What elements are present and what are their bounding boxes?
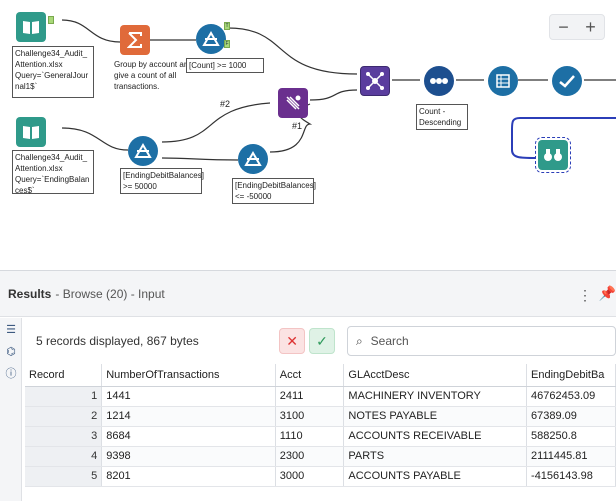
record-cell: 1 — [25, 386, 103, 407]
filter-tool-count[interactable] — [196, 24, 226, 54]
column-header[interactable]: NumberOfTransactions — [101, 364, 276, 387]
table-header-row: Record NumberOfTransactions Acct GLAcctD… — [25, 364, 616, 387]
search-input[interactable]: ⌕ Search — [346, 326, 616, 356]
input-data-tool-1[interactable] — [16, 12, 46, 42]
search-icon: ⌕ — [355, 333, 363, 348]
record-cell: 5 — [25, 466, 103, 487]
check-icon — [559, 75, 575, 88]
table-cell: 8201 — [101, 466, 276, 487]
apply-filter-button[interactable]: ✓ — [309, 328, 335, 354]
record-cell: 2 — [25, 406, 103, 427]
filter-icon — [134, 143, 152, 158]
table-cell: 1441 — [101, 386, 276, 407]
table-cell: 1214 — [101, 406, 276, 427]
results-table: Record NumberOfTransactions Acct GLAcctD… — [25, 364, 616, 487]
true-port[interactable]: T — [224, 22, 230, 30]
zoom-out-button[interactable]: − — [558, 17, 569, 37]
workflow-canvas[interactable]: T F Challenge34_Audit_Attention.xlsx Que… — [0, 0, 616, 270]
table-cell: ACCOUNTS RECEIVABLE — [343, 426, 528, 447]
formula-tool[interactable] — [552, 66, 582, 96]
pin-icon[interactable]: 📌 — [598, 285, 616, 301]
false-port[interactable]: F — [224, 40, 230, 48]
output-port[interactable] — [48, 16, 54, 24]
connection-wires — [61, 19, 616, 161]
annotation-filter-positive: [EndingDebitBalances] >= 50000 — [120, 168, 204, 194]
table-cell: 588250.8 — [526, 426, 616, 447]
book-icon — [23, 21, 39, 34]
clear-filter-button[interactable]: ✕ — [279, 328, 306, 354]
summarize-tool[interactable] — [120, 25, 150, 55]
annotation-input-1: Challenge34_Audit_Attention.xlsx Query=`… — [12, 46, 94, 98]
table-cell: 46762453.09 — [526, 386, 616, 407]
column-header[interactable]: Record — [25, 364, 103, 387]
table-cell: NOTES PAYABLE — [343, 406, 528, 427]
column-header[interactable]: GLAcctDesc — [343, 364, 528, 387]
zoom-in-button[interactable]: + — [585, 17, 596, 37]
record-cell: 3 — [25, 426, 103, 447]
filter-tool-negative[interactable] — [238, 144, 268, 174]
browse-tool[interactable] — [535, 137, 571, 173]
filter-icon — [244, 151, 262, 166]
table-cell: 3100 — [275, 406, 345, 427]
binoculars-icon[interactable]: ⌬ — [6, 345, 16, 358]
table-cell: 2300 — [275, 446, 345, 467]
input-data-tool-2[interactable] — [16, 117, 46, 147]
table-row[interactable]: 4 9398 2300 PARTS 2111445.81 — [25, 446, 616, 467]
results-subtitle: - Browse (20) - Input — [55, 286, 165, 301]
join-tool[interactable] — [360, 66, 390, 96]
union-input-tag-1: #1 — [292, 121, 303, 131]
column-header[interactable]: Acct — [275, 364, 345, 387]
table-cell: 1110 — [275, 426, 345, 447]
table-row[interactable]: 1 1441 2411 MACHINERY INVENTORY 46762453… — [25, 386, 616, 407]
select-icon — [496, 74, 510, 88]
table-cell: PARTS — [343, 446, 528, 467]
table-cell: 9398 — [101, 446, 276, 467]
record-cell: 4 — [25, 446, 103, 467]
results-title: Results — [8, 286, 52, 301]
zoom-controls: − + — [549, 14, 605, 40]
sort-icon — [430, 78, 448, 84]
results-toolbar: 5 records displayed, 867 bytes ✕ ✓ ⌕ Sea… — [22, 318, 616, 364]
list-view-icon[interactable]: ☰ — [6, 323, 16, 336]
binoculars-icon — [544, 149, 562, 161]
union-input-tag-2: #2 — [220, 99, 231, 109]
annotation-summarize: Group by account and give a count of all… — [112, 58, 196, 93]
annotation-filter-negative: [EndingDebitBalances] <= -50000 — [232, 178, 316, 204]
search-placeholder: Search — [370, 334, 409, 348]
join-icon — [366, 72, 384, 90]
table-cell: -4156143.98 — [526, 466, 616, 487]
book-icon — [23, 126, 39, 139]
table-cell: 2111445.81 — [526, 446, 616, 467]
table-cell: 3000 — [275, 466, 345, 487]
table-row[interactable]: 3 8684 1110 ACCOUNTS RECEIVABLE 588250.8 — [25, 426, 616, 447]
record-info: 5 records displayed, 867 bytes — [36, 334, 199, 348]
union-tool[interactable] — [278, 88, 308, 118]
help-icon[interactable]: ⓘ — [5, 368, 17, 380]
table-cell: MACHINERY INVENTORY — [343, 386, 528, 407]
results-panel: Results - Browse (20) - Input ⋮ 📌 ☰ ⌬ ⓘ … — [0, 270, 616, 501]
filter-icon — [202, 31, 220, 46]
annotation-input-2: Challenge34_Audit_Attention.xlsx Query=`… — [12, 150, 94, 195]
sort-tool[interactable] — [424, 66, 454, 96]
annotation-sort: Count - Descending — [416, 104, 468, 130]
table-row[interactable]: 5 8201 3000 ACCOUNTS PAYABLE -4156143.98 — [25, 466, 616, 487]
table-cell: 67389.09 — [526, 406, 616, 427]
table-cell: 2411 — [275, 386, 345, 407]
union-icon — [286, 95, 301, 110]
filter-tool-positive[interactable] — [128, 136, 158, 166]
results-header: Results - Browse (20) - Input ⋮ 📌 — [0, 271, 616, 317]
table-cell: 8684 — [101, 426, 276, 447]
table-cell: ACCOUNTS PAYABLE — [343, 466, 528, 487]
column-header[interactable]: EndingDebitBa — [526, 364, 616, 387]
more-options-icon[interactable]: ⋮ — [578, 287, 592, 303]
annotation-filter-count: [Count] >= 1000 — [186, 58, 264, 73]
table-row[interactable]: 2 1214 3100 NOTES PAYABLE 67389.09 — [25, 406, 616, 427]
select-tool[interactable] — [488, 66, 518, 96]
sigma-icon — [127, 32, 142, 48]
results-sidebar: ☰ ⌬ ⓘ — [0, 318, 22, 501]
